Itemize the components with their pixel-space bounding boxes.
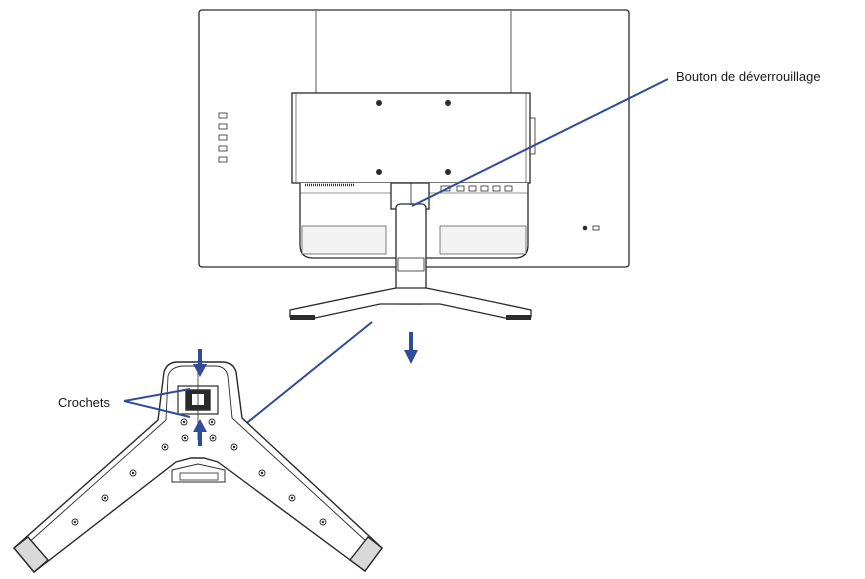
hooks-label: Crochets [58,395,111,410]
arrow-up-icon [193,419,207,446]
monitor-rear-view [198,9,630,268]
arrow-down-icon [404,332,418,364]
callout-line-release [411,78,669,207]
io-ports [440,185,513,192]
callout-lines-hooks [123,388,191,418]
stand-base-front [289,287,532,320]
release-button-label: Bouton de déverrouillage [676,69,821,84]
zoom-line-left [242,321,373,427]
stand-neck [390,182,430,305]
stand-base-detail [13,361,383,573]
control-buttons [218,112,228,163]
arrow-down-icon [193,349,207,377]
